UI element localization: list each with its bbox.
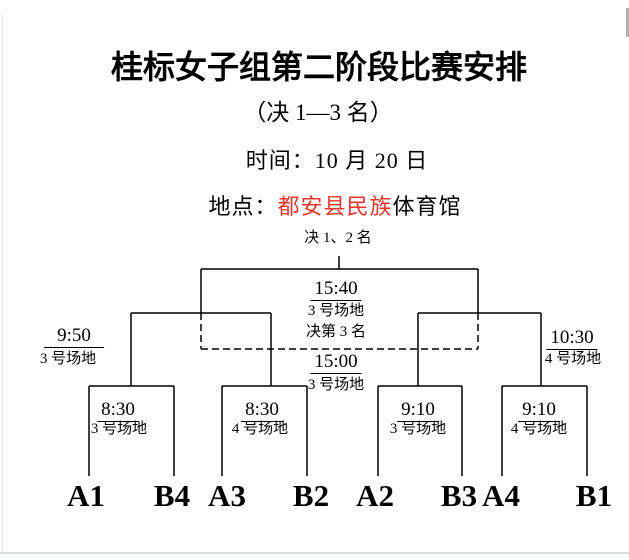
page-title: 桂标女子组第二阶段比赛安排	[110, 49, 528, 85]
semifinal-right-time: 10:30	[546, 328, 598, 350]
team-label-a1: A1	[67, 478, 105, 513]
page-bottom-edge	[0, 552, 629, 554]
qf3-court: 3 号场地	[389, 421, 447, 437]
team-label-b3: B3	[440, 478, 478, 513]
final-time-wrap: 15:40	[310, 279, 362, 301]
semifinal-left-court: 3 号场地	[39, 351, 97, 367]
venue-prefix: 地点：	[208, 194, 278, 219]
final-court: 3 号场地	[307, 303, 365, 319]
qf3-time-wrap: 9:10	[397, 400, 439, 422]
team-label-b4: B4	[153, 478, 191, 513]
qf4-time: 9:10	[518, 400, 560, 422]
semifinal-right-court: 4 号场地	[544, 351, 602, 367]
final-match-label: 决 1、2 名	[304, 230, 372, 246]
venue-suffix: 体育馆	[392, 194, 462, 219]
team-label-a3: A3	[208, 478, 246, 513]
qf1-court: 3 号场地	[90, 421, 148, 437]
page-left-edge	[2, 12, 3, 553]
final-time: 15:40	[310, 279, 362, 301]
qf3-time: 9:10	[397, 400, 439, 422]
page-bottom-strip	[0, 554, 629, 560]
semifinal-left-time-wrap: 9:50	[44, 326, 104, 348]
qf4-court: 4 号场地	[510, 421, 568, 437]
semifinal-right-time-wrap: 10:30	[546, 328, 598, 350]
qf2-time: 8:30	[241, 400, 283, 422]
scrollbar-thumb[interactable]	[626, 8, 629, 37]
venue-name-red: 都安县民族	[277, 194, 393, 219]
qf1-time-wrap: 8:30	[97, 400, 139, 422]
third-place-time-wrap: 15:00	[310, 352, 362, 374]
team-label-a4: A4	[482, 478, 520, 513]
time-line: 时间：10 月 20 日	[245, 148, 429, 173]
qf2-time-wrap: 8:30	[241, 400, 283, 422]
page-subtitle: （决 1—3 名）	[243, 100, 393, 125]
third-place-time: 15:00	[310, 352, 362, 374]
team-label-a2: A2	[356, 478, 394, 513]
qf4-time-wrap: 9:10	[518, 400, 560, 422]
third-place-label: 决第 3 名	[305, 324, 367, 340]
qf1-time: 8:30	[97, 400, 139, 422]
third-place-court: 3 号场地	[307, 377, 365, 393]
venue-line: 地点：都安县民族体育馆	[208, 189, 461, 221]
qf2-court: 4 号场地	[231, 421, 289, 437]
team-label-b2: B2	[292, 478, 330, 513]
team-label-b1: B1	[575, 478, 613, 513]
semifinal-left-time: 9:50	[44, 326, 104, 348]
